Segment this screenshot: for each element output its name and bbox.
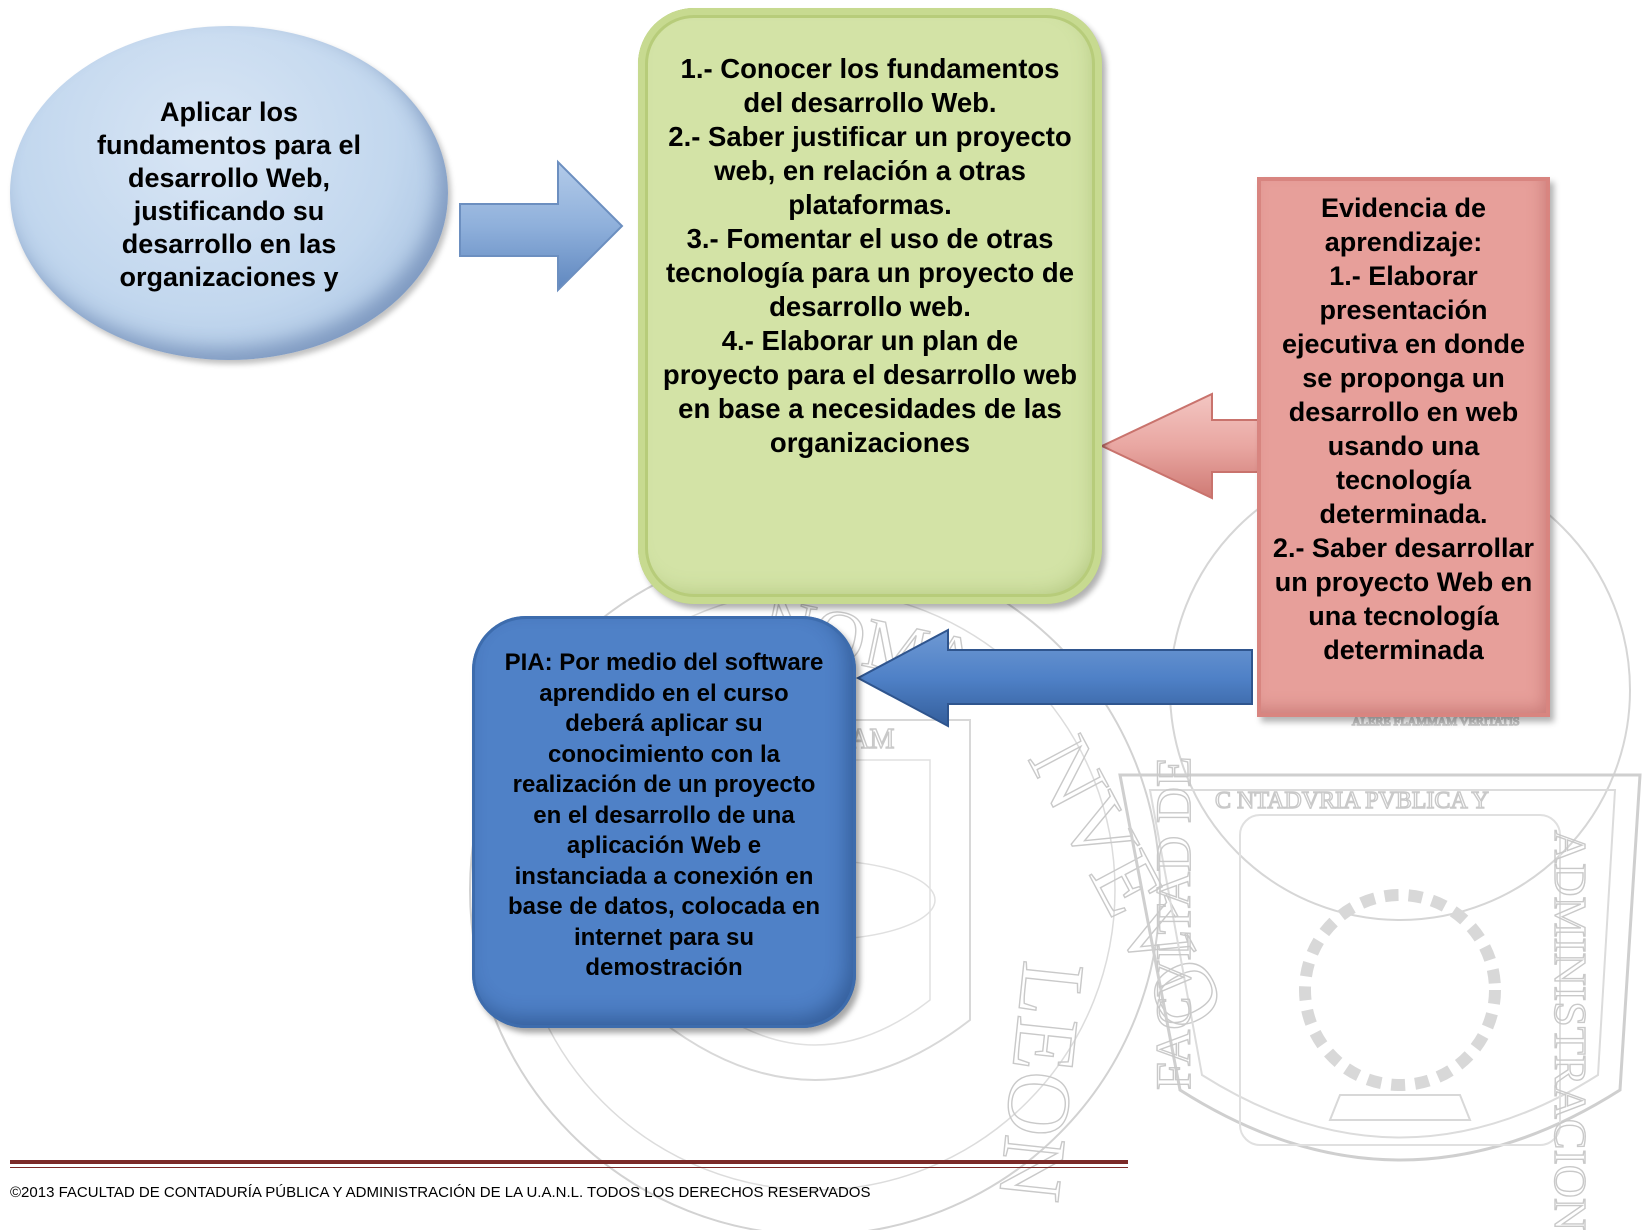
left-arrow-from-evidence — [1099, 392, 1273, 500]
right-arrow-to-objectives — [459, 159, 624, 293]
goal-text: Aplicar los fundamentos para el desarrol… — [96, 97, 362, 292]
footer-rule-thick — [10, 1160, 1128, 1164]
evidence-box: Evidencia de aprendizaje: 1.- Elaborar p… — [1257, 177, 1550, 717]
left-seal-text-lower: LEON — [979, 957, 1103, 1206]
right-seal-band: C NTADVRIA PVBLICA Y — [1215, 788, 1489, 814]
goal-ellipse: Aplicar los fundamentos para el desarrol… — [10, 26, 448, 360]
left-arrow-to-pia — [855, 628, 1253, 728]
footer-copyright: ©2013 FACULTAD DE CONTADURÍA PÚBLICA Y A… — [10, 1184, 871, 1201]
right-seal-left-text: FACVLTAD DE — [1145, 756, 1201, 1090]
footer-rule-thin — [10, 1167, 1128, 1168]
pia-text: PIA: Por medio del software aprendido en… — [504, 649, 824, 981]
evidence-text: Evidencia de aprendizaje: 1.- Elaborar p… — [1272, 193, 1535, 665]
objectives-box: 1.- Conocer los fundamentos del desarrol… — [638, 8, 1102, 604]
right-seal-right-text: ADMINISTRACION — [1545, 830, 1596, 1230]
left-seal-text-right: NVEVO — [1010, 721, 1245, 1046]
pia-box: PIA: Por medio del software aprendido en… — [472, 616, 856, 1028]
objectives-text: 1.- Conocer los fundamentos del desarrol… — [662, 53, 1078, 458]
